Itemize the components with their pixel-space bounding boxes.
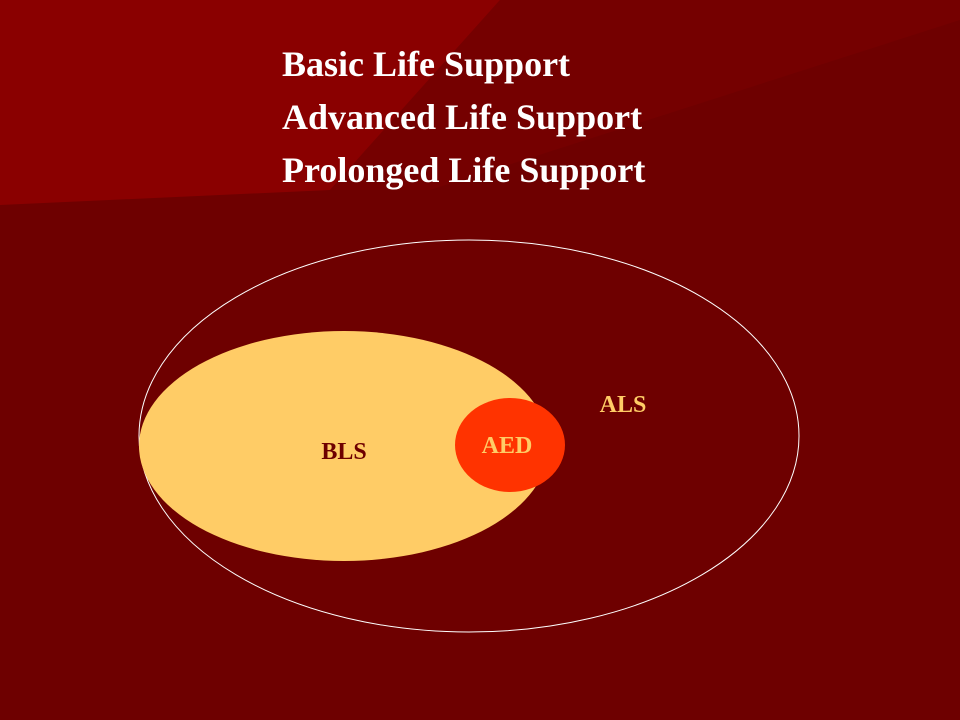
bls-label: BLS <box>321 439 366 465</box>
als-outer-ellipse <box>138 239 800 633</box>
title-line-advanced: Advanced Life Support <box>282 97 643 137</box>
bls-ellipse <box>139 331 549 561</box>
als-label: ALS <box>600 392 647 418</box>
background-gradient-band <box>330 0 960 190</box>
aed-circle <box>455 398 565 492</box>
aed-label: AED <box>482 433 533 459</box>
background-top-left-band <box>0 0 500 205</box>
title-list: Basic Life Support Advanced Life Support… <box>282 38 645 197</box>
title-line-basic: Basic Life Support <box>282 44 571 84</box>
title-line-prolonged: Prolonged Life Support <box>282 150 646 190</box>
